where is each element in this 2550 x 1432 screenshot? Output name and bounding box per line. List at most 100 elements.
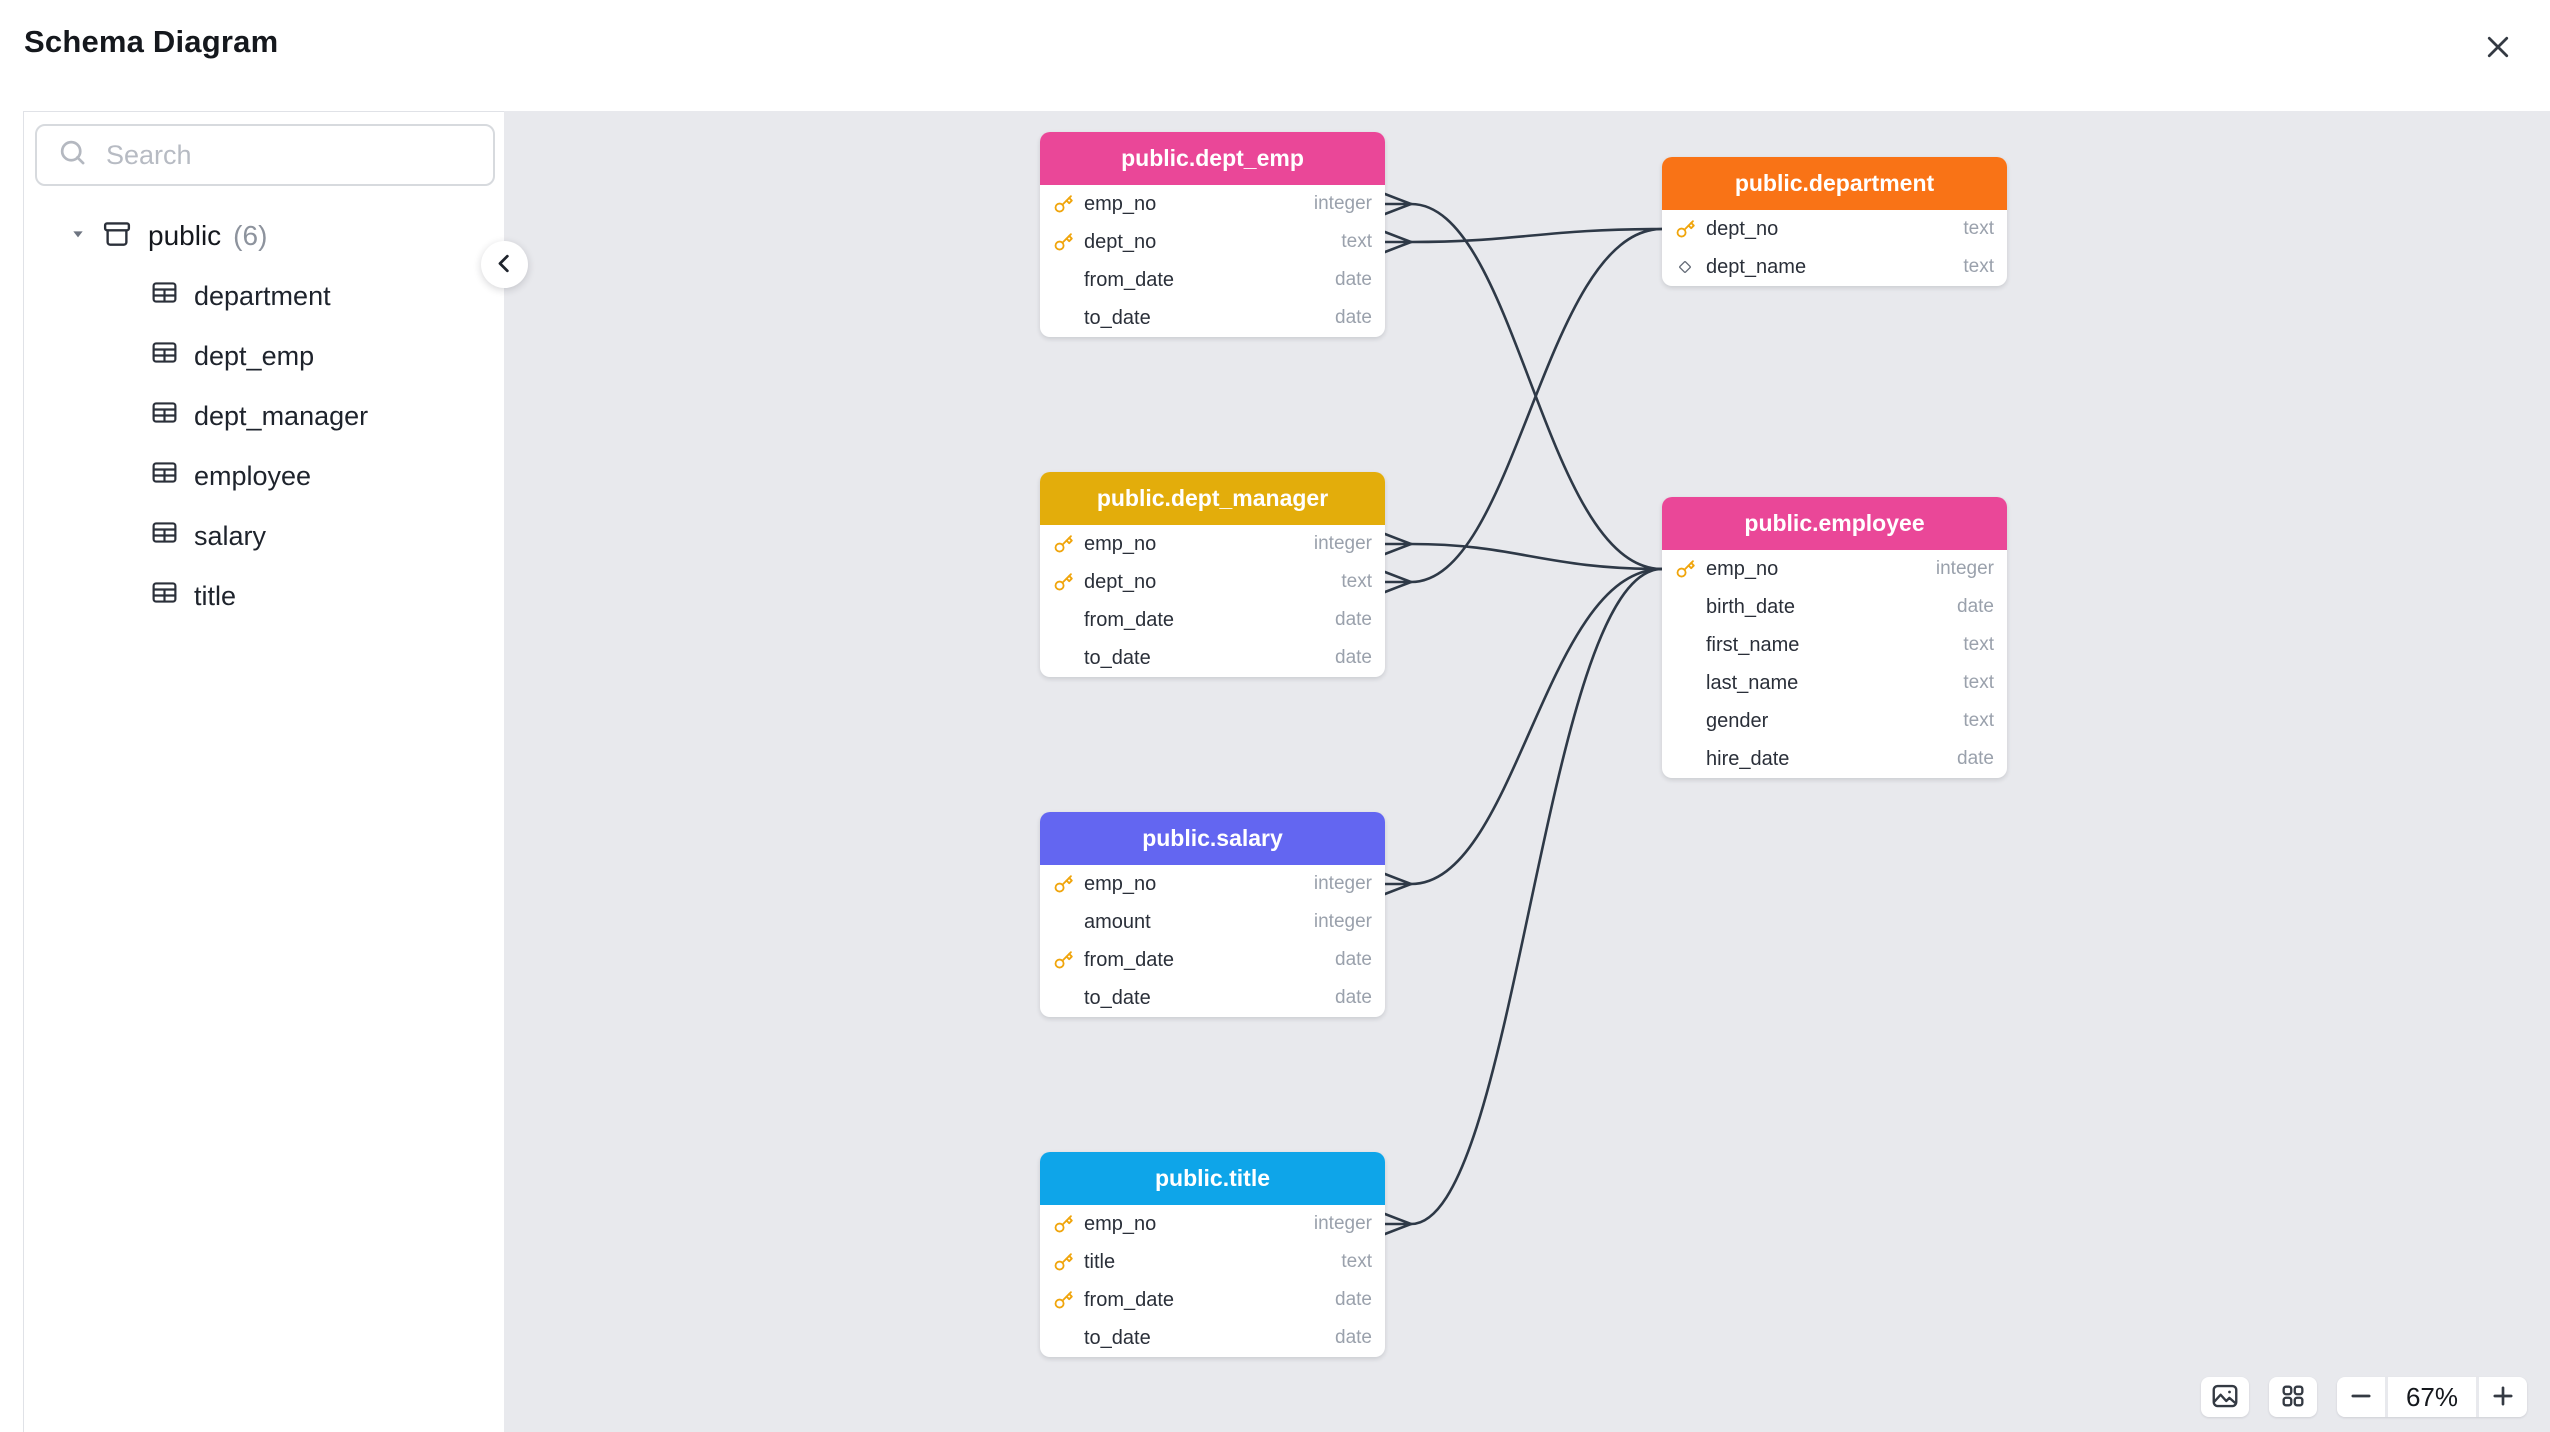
column-type: date bbox=[1335, 1327, 1372, 1348]
table-node-title[interactable]: public.department bbox=[1662, 157, 2007, 210]
column-name: last_name bbox=[1706, 671, 1799, 694]
sidebar-item-employee[interactable]: employee bbox=[24, 446, 504, 506]
column-name: dept_no bbox=[1084, 570, 1157, 593]
column-row: hire_date date bbox=[1662, 740, 2007, 778]
column-row: dept_no text bbox=[1040, 223, 1385, 261]
key-icon bbox=[1673, 557, 1697, 581]
search-box bbox=[35, 124, 495, 186]
table-node-employee[interactable]: public.employee emp_no integer birth_dat… bbox=[1662, 497, 2007, 778]
column-type: text bbox=[1963, 672, 1994, 693]
column-name: to_date bbox=[1084, 646, 1151, 669]
page-title: Schema Diagram bbox=[24, 24, 279, 59]
auto-layout-button[interactable] bbox=[2269, 1377, 2317, 1417]
zoom-in-icon bbox=[2489, 1382, 2517, 1413]
column-type: text bbox=[1341, 231, 1372, 252]
column-type: date bbox=[1957, 596, 1994, 617]
zoom-in-button[interactable] bbox=[2479, 1377, 2527, 1417]
sidebar-item-department[interactable]: department bbox=[24, 266, 504, 326]
column-row: title text bbox=[1040, 1243, 1385, 1281]
column-name: to_date bbox=[1084, 986, 1151, 1009]
table-name: salary bbox=[194, 520, 267, 551]
column-type: date bbox=[1335, 609, 1372, 630]
zoom-level: 67% bbox=[2388, 1377, 2476, 1417]
column-row: to_date date bbox=[1040, 639, 1385, 677]
column-type: date bbox=[1957, 748, 1994, 769]
column-type: date bbox=[1335, 1289, 1372, 1310]
column-name: birth_date bbox=[1706, 595, 1795, 618]
table-node-title[interactable]: public.salary bbox=[1040, 812, 1385, 865]
chevron-left-icon bbox=[491, 250, 518, 280]
column-name: title bbox=[1084, 1250, 1116, 1273]
key-icon bbox=[1673, 217, 1697, 241]
table-node-title[interactable]: public.employee bbox=[1662, 497, 2007, 550]
sidebar-item-salary[interactable]: salary bbox=[24, 506, 504, 566]
tree-schema-public[interactable]: public (6) bbox=[24, 210, 504, 262]
column-row: emp_no integer bbox=[1040, 865, 1385, 903]
column-type: text bbox=[1341, 571, 1372, 592]
table-node-title[interactable]: public.title bbox=[1040, 1152, 1385, 1205]
no-icon bbox=[1051, 1326, 1075, 1350]
column-type: integer bbox=[1313, 1213, 1372, 1234]
close-button[interactable] bbox=[2476, 26, 2520, 70]
no-icon bbox=[1051, 306, 1075, 330]
column-type: text bbox=[1963, 218, 1994, 239]
column-name: emp_no bbox=[1084, 192, 1157, 215]
column-row: emp_no integer bbox=[1040, 185, 1385, 223]
column-name: dept_no bbox=[1706, 217, 1779, 240]
table-node-title[interactable]: public.dept_manager bbox=[1040, 472, 1385, 525]
column-row: dept_no text bbox=[1662, 210, 2007, 248]
column-name: from_date bbox=[1084, 608, 1175, 631]
column-row: amount integer bbox=[1040, 903, 1385, 941]
no-icon bbox=[1673, 595, 1697, 619]
no-icon bbox=[1051, 986, 1075, 1010]
key-icon bbox=[1051, 570, 1075, 594]
column-row: from_date date bbox=[1040, 1281, 1385, 1319]
key-icon bbox=[1051, 230, 1075, 254]
export-image-button[interactable] bbox=[2201, 1377, 2249, 1417]
column-name: to_date bbox=[1084, 1326, 1151, 1349]
table-node-department[interactable]: public.department dept_no text dept_name… bbox=[1662, 157, 2007, 286]
table-node-title[interactable]: public.dept_emp bbox=[1040, 132, 1385, 185]
diagram-canvas[interactable] bbox=[504, 111, 2550, 1432]
column-name: dept_no bbox=[1084, 230, 1157, 253]
column-name: from_date bbox=[1084, 268, 1175, 291]
no-icon bbox=[1051, 910, 1075, 934]
table-name: dept_manager bbox=[194, 400, 369, 431]
column-type: integer bbox=[1313, 911, 1372, 932]
sidebar-item-title[interactable]: title bbox=[24, 566, 504, 626]
column-row: gender text bbox=[1662, 702, 2007, 740]
column-row: to_date date bbox=[1040, 979, 1385, 1017]
no-icon bbox=[1051, 608, 1075, 632]
table-node-dept_manager[interactable]: public.dept_manager emp_no integer dept_… bbox=[1040, 472, 1385, 677]
column-row: to_date date bbox=[1040, 299, 1385, 337]
column-name: hire_date bbox=[1706, 747, 1790, 770]
no-icon bbox=[1673, 709, 1697, 733]
column-row: dept_name text bbox=[1662, 248, 2007, 286]
schema-icon bbox=[102, 219, 132, 254]
no-icon bbox=[1673, 747, 1697, 771]
column-name: emp_no bbox=[1084, 1212, 1157, 1235]
zoom-out-button[interactable] bbox=[2337, 1377, 2385, 1417]
grid-icon bbox=[2279, 1382, 2307, 1413]
table-node-salary[interactable]: public.salary emp_no integer amount inte… bbox=[1040, 812, 1385, 1017]
column-type: text bbox=[1963, 710, 1994, 731]
search-input[interactable] bbox=[104, 138, 473, 172]
column-name: first_name bbox=[1706, 633, 1800, 656]
sidebar-item-dept_manager[interactable]: dept_manager bbox=[24, 386, 504, 446]
table-icon bbox=[150, 578, 179, 614]
column-name: to_date bbox=[1084, 306, 1151, 329]
collapse-sidebar-button[interactable] bbox=[481, 241, 528, 288]
table-node-title[interactable]: public.title emp_no integer title text f… bbox=[1040, 1152, 1385, 1357]
column-row: from_date date bbox=[1040, 261, 1385, 299]
column-row: emp_no integer bbox=[1040, 525, 1385, 563]
column-type: date bbox=[1335, 647, 1372, 668]
schema-table-count: (6) bbox=[233, 220, 268, 251]
table-node-dept_emp[interactable]: public.dept_emp emp_no integer dept_no t… bbox=[1040, 132, 1385, 337]
column-type: date bbox=[1335, 949, 1372, 970]
column-row: to_date date bbox=[1040, 1319, 1385, 1357]
sidebar-item-dept_emp[interactable]: dept_emp bbox=[24, 326, 504, 386]
column-type: integer bbox=[1313, 193, 1372, 214]
column-row: emp_no integer bbox=[1040, 1205, 1385, 1243]
column-row: from_date date bbox=[1040, 601, 1385, 639]
